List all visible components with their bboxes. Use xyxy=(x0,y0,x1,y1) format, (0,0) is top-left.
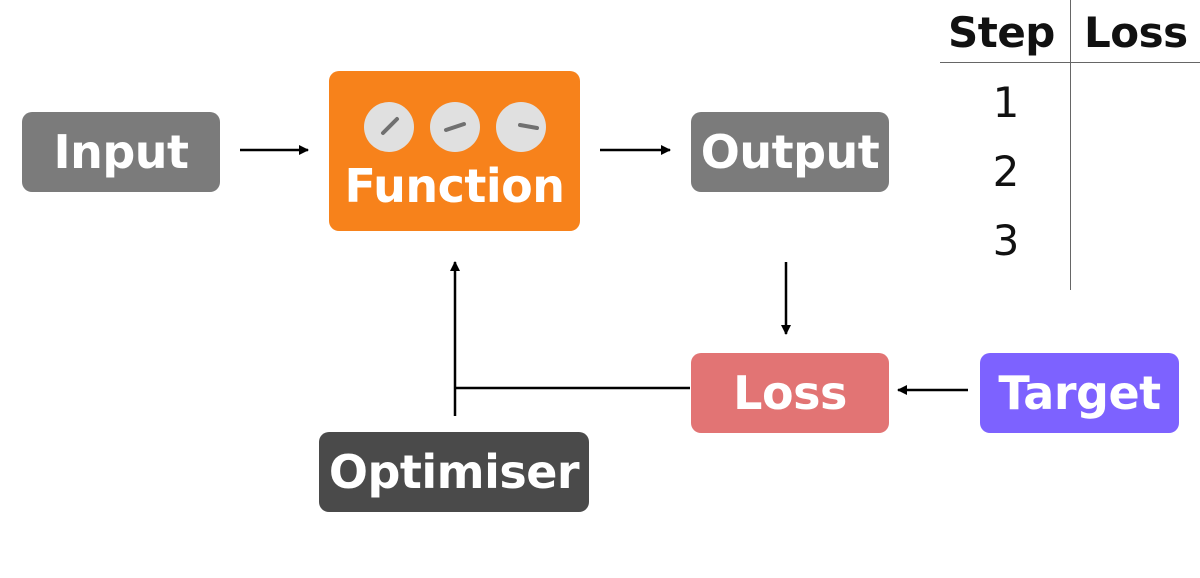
target-node: Target xyxy=(980,353,1179,433)
input-label: Input xyxy=(53,125,189,179)
knob-icon xyxy=(363,102,414,152)
loss-node: Loss xyxy=(691,353,889,433)
target-label: Target xyxy=(998,366,1161,420)
table-header-step: Step xyxy=(948,8,1055,57)
optimiser-label: Optimiser xyxy=(328,445,580,499)
table-column-divider xyxy=(1070,0,1071,290)
output-label: Output xyxy=(700,125,880,179)
output-node: Output xyxy=(691,112,889,192)
knob-icon xyxy=(429,102,480,152)
knob-group xyxy=(363,101,547,153)
loss-label: Loss xyxy=(733,366,847,420)
input-node: Input xyxy=(22,112,220,192)
function-label: Function xyxy=(344,159,565,213)
table-header-loss: Loss xyxy=(1084,8,1188,57)
step-loss-table: Step Loss 1 2 3 xyxy=(940,0,1200,290)
optimiser-node: Optimiser xyxy=(319,432,589,512)
table-cell-step: 1 xyxy=(992,78,1020,127)
table-cell-step: 2 xyxy=(992,147,1020,196)
knob-icon xyxy=(495,102,546,152)
function-node: Function xyxy=(329,71,580,231)
table-cell-step: 3 xyxy=(992,216,1020,265)
